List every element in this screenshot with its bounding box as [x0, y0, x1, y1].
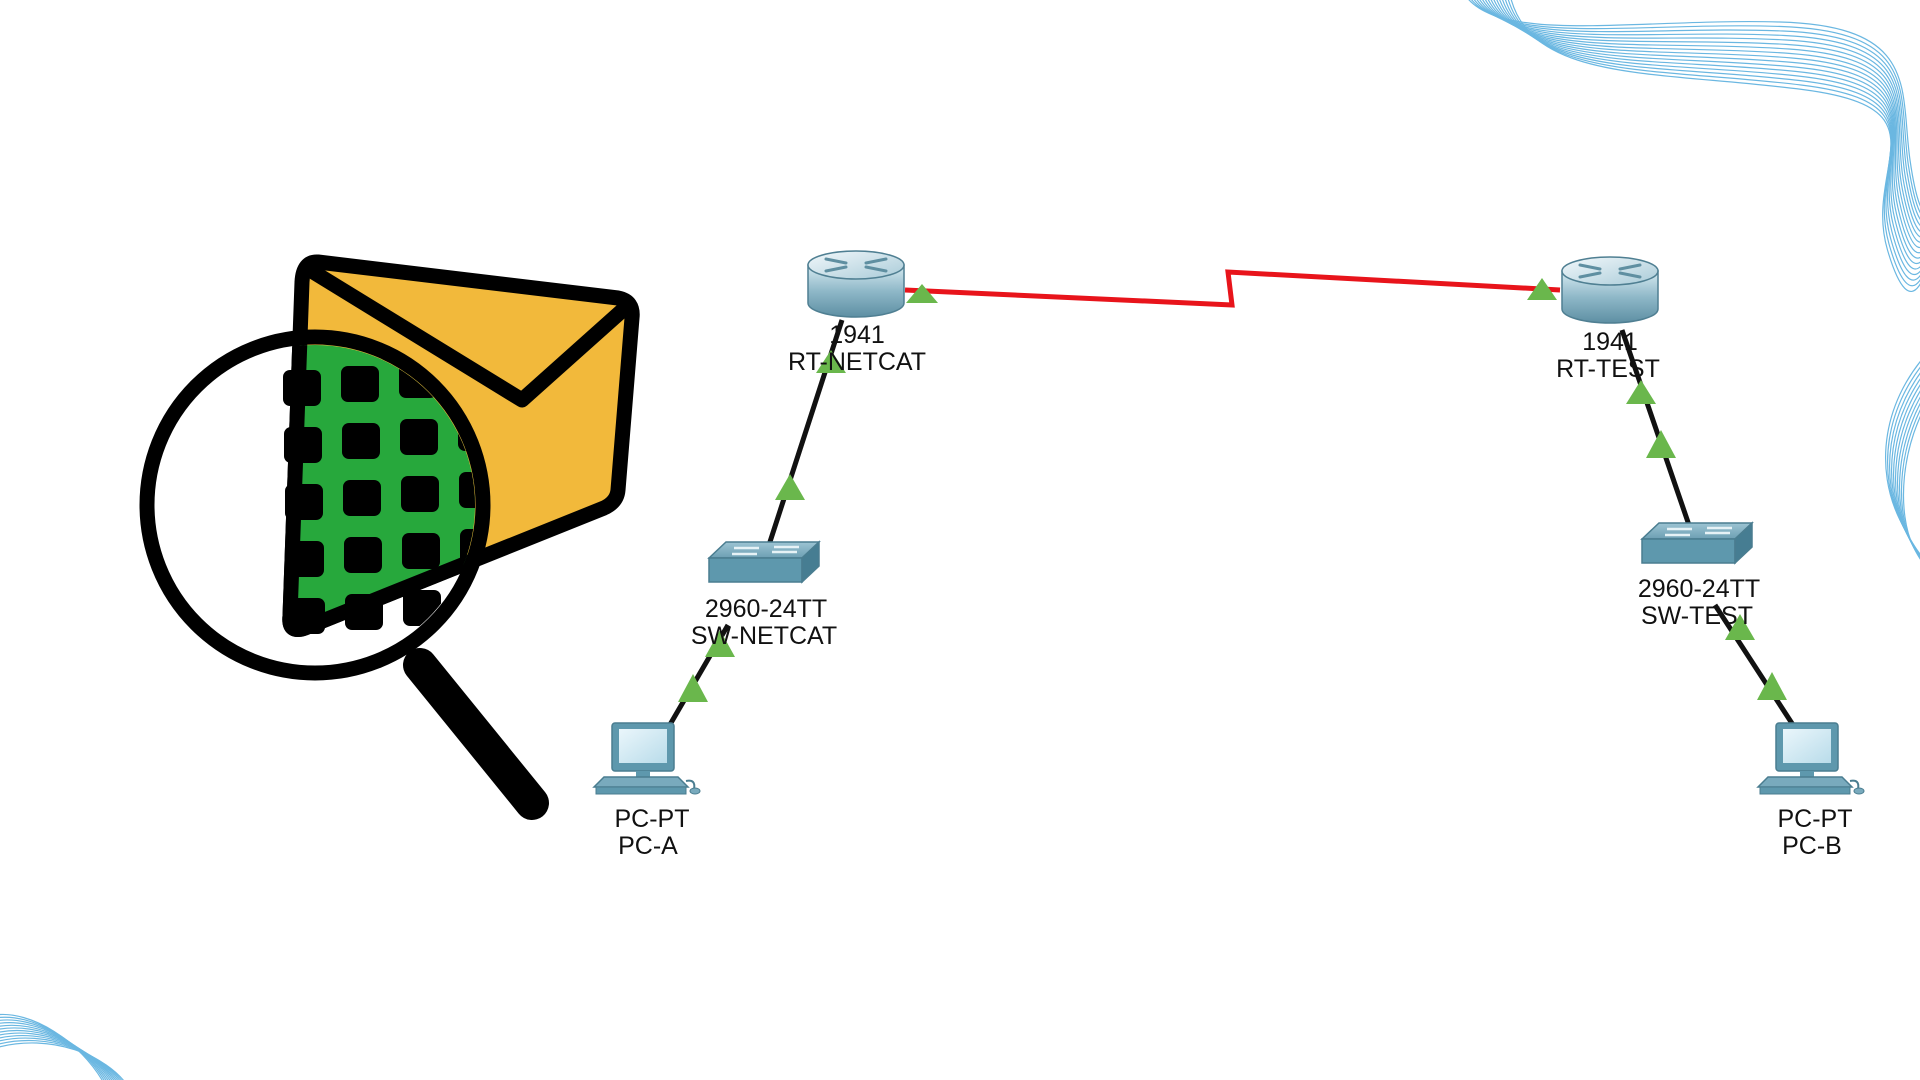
wave-line	[1493, 0, 1920, 259]
device-name-label: RT-TEST	[1556, 355, 1660, 383]
device-model-label: 2960-24TT	[705, 595, 827, 623]
wave-line	[1474, 0, 1920, 220]
wave-line	[1900, 409, 1920, 559]
grid-cell	[341, 366, 379, 402]
router-rt-netcat[interactable]: 1941 RT-NETCAT	[788, 250, 926, 376]
device-name-label: SW-NETCAT	[691, 622, 837, 650]
decorative-wave-lines	[1468, 0, 1920, 560]
device-name-label: PC-A	[618, 832, 678, 860]
pc-icon	[1756, 722, 1865, 795]
link-up-indicator	[1725, 614, 1755, 640]
link-rt-test-sw-test[interactable]	[1619, 329, 1693, 529]
wave-line	[1482, 0, 1920, 238]
pc-icon	[592, 722, 701, 795]
device-model-label: 1941	[1582, 328, 1638, 356]
grid-cell	[342, 423, 380, 459]
wave-line	[1505, 0, 1920, 281]
link-status-indicators	[678, 278, 1787, 702]
device-model-label: 2960-24TT	[1638, 575, 1760, 603]
wave-line	[0, 1029, 115, 1080]
wave-line	[1476, 0, 1920, 226]
wave-line	[1485, 0, 1920, 243]
wave-line	[0, 1027, 113, 1080]
wave-line	[1471, 0, 1920, 214]
wave-line	[0, 1019, 107, 1080]
device-name-label: RT-NETCAT	[788, 348, 926, 376]
link-up-indicator	[1646, 430, 1676, 458]
device-model-label: PC-PT	[1778, 805, 1853, 833]
wave-line	[1487, 0, 1920, 248]
switch-icon	[707, 540, 821, 584]
switch-icon	[1640, 521, 1754, 565]
pc-a[interactable]: PC-PT PC-A	[592, 722, 701, 860]
grid-cell	[400, 419, 438, 455]
magnifier-envelope-icon	[139, 254, 640, 820]
wave-line	[1496, 0, 1920, 265]
wave-line	[1499, 0, 1920, 270]
wave-line	[0, 1016, 105, 1080]
link-up-indicator	[1527, 278, 1557, 300]
wave-line	[0, 1039, 122, 1080]
link-up-indicator	[1626, 380, 1656, 404]
wave-line	[0, 1022, 109, 1080]
grid-cell	[344, 537, 382, 573]
switch-sw-netcat[interactable]: 2960-24TT SW-NETCAT	[691, 540, 837, 650]
switch-sw-test[interactable]: 2960-24TT SW-TEST	[1638, 521, 1760, 630]
router-icon	[1561, 256, 1659, 324]
serial-link-rt-netcat-rt-test[interactable]	[904, 269, 1561, 308]
wave-line	[0, 1032, 117, 1080]
link-up-indicator	[705, 630, 735, 657]
link-sw-test-pc-b[interactable]	[1712, 603, 1798, 730]
grid-cell	[459, 472, 475, 508]
link-up-indicator	[775, 474, 805, 500]
pc-b[interactable]: PC-PT PC-B	[1756, 722, 1865, 860]
grid-cell	[343, 480, 381, 516]
router-rt-test[interactable]: 1941 RT-TEST	[1556, 256, 1660, 383]
wave-line	[0, 1042, 124, 1080]
wave-line	[1479, 0, 1920, 232]
device-model-label: PC-PT	[615, 805, 690, 833]
wave-line	[1502, 0, 1920, 275]
grid-cell	[402, 533, 440, 569]
wave-line	[1490, 0, 1920, 254]
router-icon	[807, 250, 905, 318]
wave-line	[0, 1035, 119, 1080]
link-up-indicator	[1757, 672, 1787, 700]
device-model-label: 1941	[829, 321, 885, 349]
device-name-label: PC-B	[1782, 832, 1842, 860]
wave-line	[1507, 0, 1920, 287]
device-name-label: SW-TEST	[1641, 602, 1753, 630]
wave-line	[1510, 0, 1920, 292]
wave-line	[0, 1037, 121, 1080]
wave-line	[1468, 0, 1920, 207]
grid-cell	[401, 476, 439, 512]
wave-line	[0, 1013, 103, 1080]
link-up-indicator	[678, 674, 708, 702]
wave-line	[1902, 415, 1920, 560]
link-up-indicator	[816, 350, 846, 373]
link-up-indicator	[906, 284, 938, 303]
decorative-wave-lines-bottom	[0, 1013, 124, 1080]
